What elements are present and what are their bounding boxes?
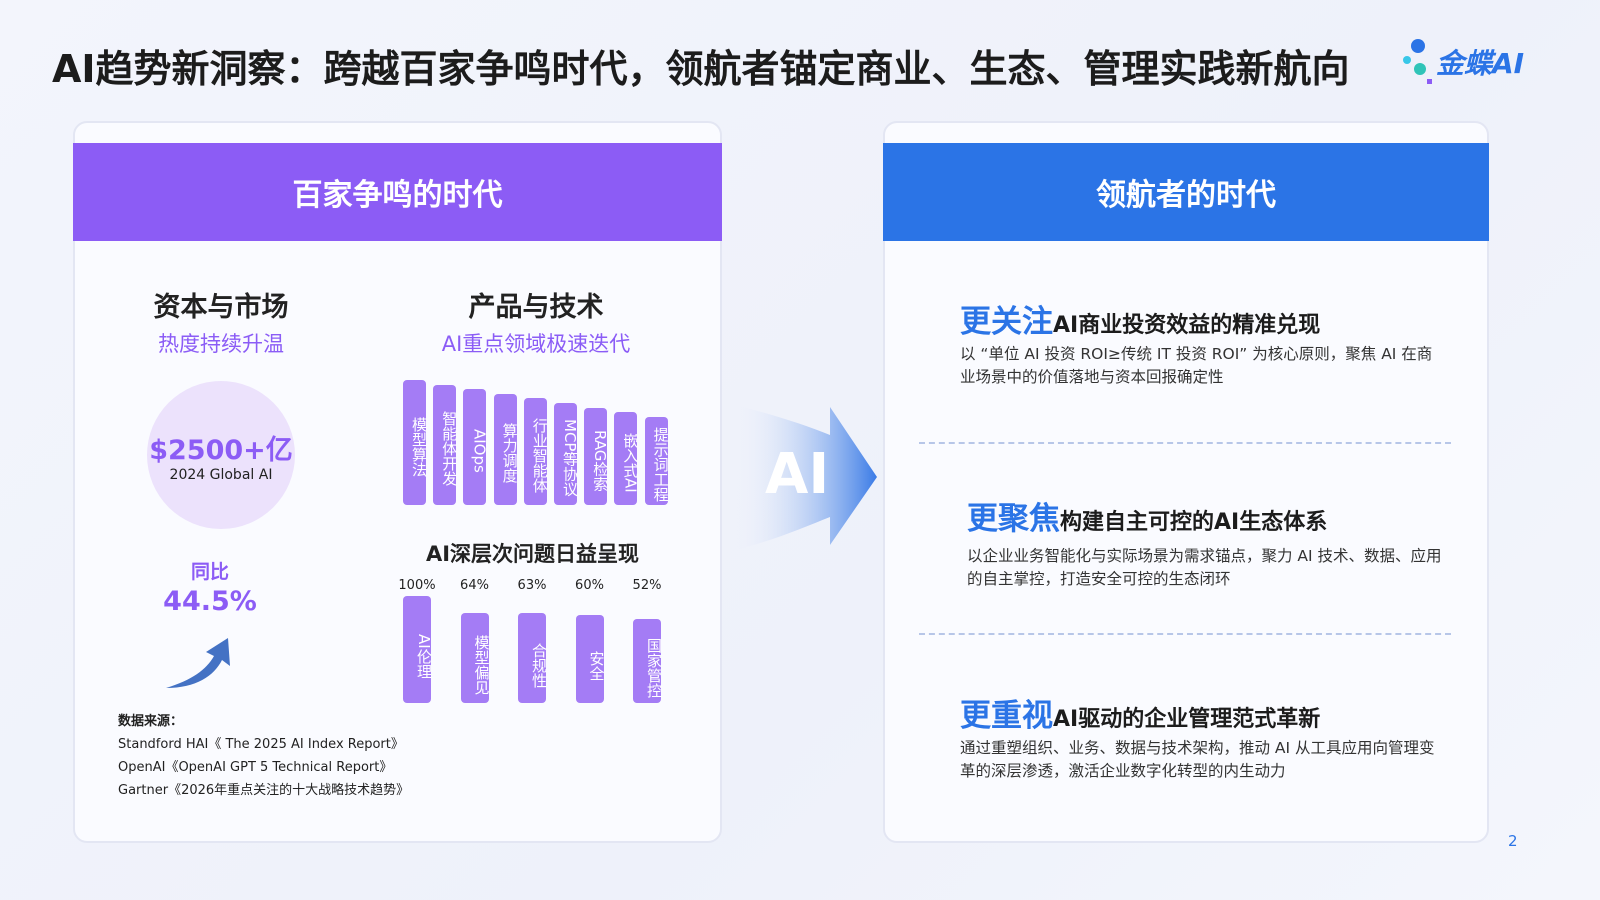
issue-bar: 国家管控 [633, 618, 663, 703]
page-number: 2 [1508, 832, 1518, 850]
divider [919, 633, 1451, 635]
market-caption: 2024 Global AI [169, 466, 273, 483]
issue-value-label: 63% [517, 578, 547, 593]
product-bar: 算力调度 [493, 393, 519, 505]
logo-text: 金蝶AI [1436, 47, 1525, 80]
product-title: 产品与技术 [468, 292, 604, 323]
issue-bar: 安全 [575, 614, 606, 703]
right-card [883, 121, 1489, 843]
capital-title: 资本与市场 [153, 292, 289, 323]
product-subtitle: AI重点领域极速迭代 [441, 332, 631, 356]
heading-text: 构建自主可控的AI生态体系 [1060, 510, 1328, 535]
transition-arrow-icon [735, 405, 877, 550]
product-bar: 嵌入式AI [614, 412, 639, 505]
source-item: Standford HAI《 The 2025 AI Index Report》 [118, 737, 404, 752]
product-bar: RAG检索 [584, 407, 609, 505]
ai-arrow-label: AI [765, 442, 830, 507]
product-bar: MCP等协议 [554, 403, 579, 505]
product-bar: 模型算法 [403, 380, 428, 505]
right-header: 领航者的时代 [883, 143, 1489, 241]
heading-text: AI商业投资效益的精准兑现 [1053, 313, 1321, 338]
divider [919, 442, 1451, 444]
growth-arrow-icon [166, 638, 230, 688]
product-bar: 提示词工程 [644, 416, 670, 505]
market-size-circle: $2500+亿 2024 Global AI [147, 381, 295, 529]
issue-value-label: 64% [460, 578, 489, 593]
issue-bar: 模型偏见 [460, 612, 491, 703]
issue-value-label: 52% [632, 578, 662, 593]
yoy-label: 同比 [190, 561, 229, 583]
issue-bar: 合规性 [518, 613, 548, 703]
issue-value-label: 100% [398, 578, 436, 593]
heading-emphasis: 更重视 [960, 698, 1053, 734]
focus-body-3: 通过重塑组织、业务、数据与技术架构，推动 AI 从工具应用向管理变革的深层渗透，… [960, 739, 1435, 780]
logo-dots-icon [1403, 39, 1432, 84]
focus-heading-3: 更重视AI驱动的企业管理范式革新 [960, 690, 1320, 735]
capital-subtitle: 热度持续升温 [158, 332, 284, 356]
product-bar: AIOps [463, 389, 488, 505]
focus-heading-1: 更关注AI商业投资效益的精准兑现 [960, 296, 1320, 341]
left-header: 百家争鸣的时代 [73, 143, 722, 241]
heading-text: AI驱动的企业管理范式革新 [1053, 707, 1321, 732]
kingdee-ai-logo: 金蝶AI [1400, 36, 1540, 88]
issue-value-label: 60% [575, 578, 604, 593]
page-title: AI趋势新洞察：跨越百家争鸣时代，领航者锚定商业、生态、管理实践新航向 [52, 47, 1350, 91]
heading-emphasis: 更关注 [960, 304, 1053, 340]
focus-heading-2: 更聚焦构建自主可控的AI生态体系 [967, 493, 1327, 538]
issues-chart-title: AI深层次问题日益呈现 [425, 542, 640, 566]
source-item: OpenAI《OpenAI GPT 5 Technical Report》 [118, 760, 393, 775]
focus-body-1: 以 “单位 AI 投资 ROI≥传统 IT 投资 ROI” 为核心原则，聚焦 A… [960, 345, 1433, 386]
product-bar: 智能体开发 [433, 384, 458, 505]
heading-emphasis: 更聚焦 [967, 501, 1060, 537]
focus-body-2: 以企业业务智能化与实际场景为需求锚点，聚力 AI 技术、数据、应用的自主掌控，打… [967, 547, 1442, 588]
issue-bar: AI伦理 [403, 596, 433, 703]
sources-label: 数据来源： [118, 714, 184, 729]
product-bar: 行业智能体 [523, 398, 549, 505]
market-amount: $2500+亿 [149, 434, 293, 466]
source-item: Gartner《2026年重点关注的十大战略技术趋势》 [118, 783, 410, 798]
yoy-value: 44.5% [163, 586, 257, 617]
